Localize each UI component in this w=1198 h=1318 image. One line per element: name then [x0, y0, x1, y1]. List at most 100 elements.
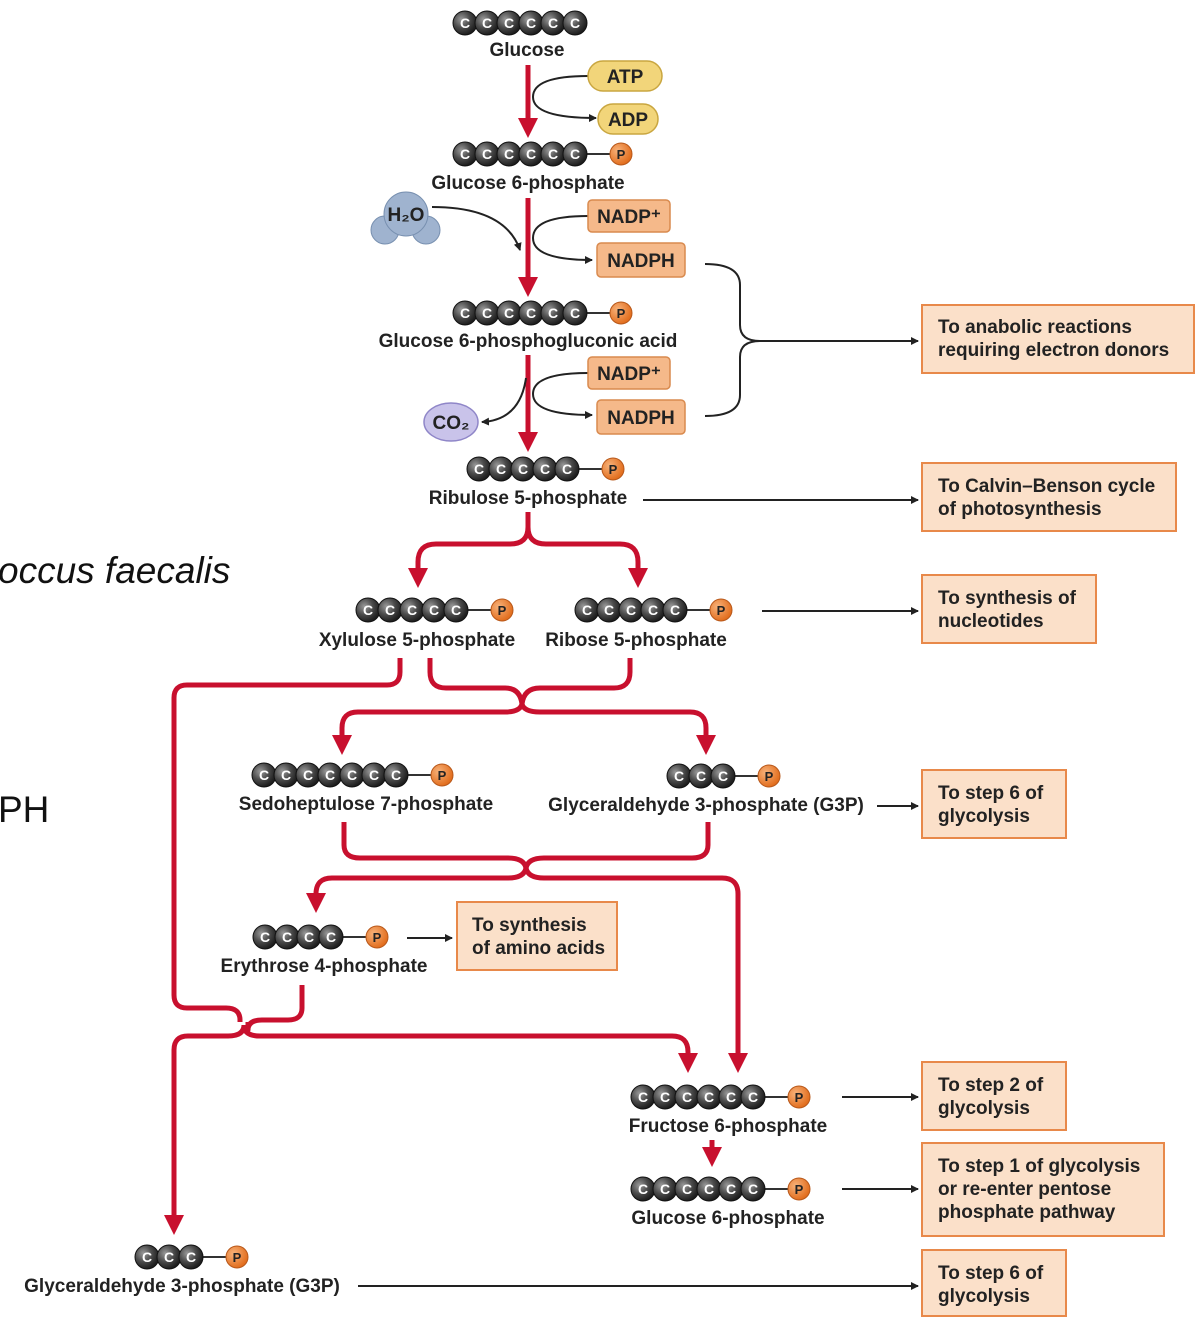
atp-badge: ATP	[587, 60, 663, 92]
carbon-letter: C	[726, 1089, 736, 1105]
carbon-letter: C	[682, 1089, 692, 1105]
carbon-atom	[562, 10, 588, 36]
label-glucose-6-phosphogluconic-acid: Glucose 6-phosphogluconic acid	[379, 331, 678, 352]
label-glyceraldehyde-3-phosphate-bottom: Glyceraldehyde 3-phosphate (G3P)	[24, 1276, 340, 1297]
carbon-letter: C	[363, 602, 373, 618]
carbon-letter: C	[474, 461, 484, 477]
label-glucose-6-phosphate: Glucose 6-phosphate	[431, 173, 624, 194]
carbon-letter: C	[526, 146, 536, 162]
carbon-atom	[443, 597, 469, 623]
carbon-letter: C	[682, 1181, 692, 1197]
arrow-water-in	[431, 206, 522, 251]
carbon-letter: C	[604, 602, 614, 618]
output-box-nucleotides: To synthesis of nucleotides	[921, 574, 1097, 644]
nadph-label-2: NADPH	[607, 408, 675, 429]
output-step6-bottom-line2: glycolysis	[938, 1286, 1030, 1307]
slide-nadph-fragment: PH	[0, 789, 49, 830]
phosphate-group-icon	[787, 1085, 811, 1109]
phosphate-group-icon	[365, 925, 389, 949]
output-step6-bottom-line1: To step 6 of	[938, 1263, 1044, 1284]
phosphate-letter: P	[617, 306, 626, 321]
carbon-letter: C	[429, 602, 439, 618]
nadp-label-1: NADP⁺	[597, 207, 661, 228]
output-calvin-line2: of photosynthesis	[938, 499, 1102, 520]
carbon-letter: C	[164, 1249, 174, 1265]
carbon-letter: C	[460, 146, 470, 162]
carbon-letter: C	[540, 461, 550, 477]
phosphate-group-icon	[757, 764, 781, 788]
carbon-letter: C	[670, 602, 680, 618]
carbon-atom	[554, 456, 580, 482]
nadp-label-2: NADP⁺	[597, 364, 661, 385]
output-step2-line2: glycolysis	[938, 1098, 1030, 1119]
nadp-badge-1: NADP⁺	[587, 199, 671, 233]
carbon-letter: C	[648, 602, 658, 618]
carbon-letter: C	[660, 1181, 670, 1197]
arrow-nadp-to-nadph-2	[531, 372, 593, 419]
arrow-ru5p-to-r5p	[525, 526, 648, 588]
carbon-letter: C	[347, 767, 357, 783]
carbon-letter: C	[626, 602, 636, 618]
output-step6-mid-line2: glycolysis	[938, 806, 1030, 827]
phosphate-group-icon	[601, 457, 625, 481]
carbon-letter: C	[391, 767, 401, 783]
output-anabolic-line1: To anabolic reactions	[938, 317, 1132, 338]
side-arrows	[358, 75, 919, 1290]
carbon-letter: C	[674, 768, 684, 784]
phosphate-letter: P	[498, 603, 507, 618]
carbon-atom	[710, 763, 736, 789]
phosphate-letter: P	[609, 462, 618, 477]
phosphate-letter: P	[765, 769, 774, 784]
carbon-letter: C	[504, 15, 514, 31]
carbon-letter: C	[504, 305, 514, 321]
carbon-letter: C	[570, 305, 580, 321]
output-nucleotides-line2: nucleotides	[938, 611, 1044, 632]
label-sedoheptulose-7-phosphate: Sedoheptulose 7-phosphate	[239, 794, 493, 815]
arrow-to-g3p-mid	[519, 703, 716, 755]
carbon-letter: C	[570, 146, 580, 162]
carbon-letter: C	[304, 929, 314, 945]
atp-label: ATP	[607, 67, 644, 88]
carbon-letter: C	[303, 767, 313, 783]
arrow-xu5p-left-branch	[171, 658, 403, 1023]
carbon-letter: C	[369, 767, 379, 783]
output-amino-line1: To synthesis	[472, 915, 587, 936]
output-box-step6-bottom: To step 6 of glycolysis	[921, 1249, 1067, 1317]
output-amino-line2: of amino acids	[472, 938, 605, 959]
carbon-letter: C	[407, 602, 417, 618]
phosphate-group-icon	[430, 763, 454, 787]
arrow-to-f6p-right	[523, 867, 748, 1073]
carbon-letter: C	[704, 1181, 714, 1197]
water-molecule-icon: H₂O	[370, 191, 441, 245]
output-boxes: To anabolic reactions requiring electron…	[456, 304, 1195, 1317]
arrow-co2-out	[481, 377, 527, 426]
nadph-badge-2: NADPH	[596, 399, 686, 435]
pathway-arrows	[164, 65, 748, 1235]
carbon-letter: C	[548, 15, 558, 31]
carbon-letter: C	[518, 461, 528, 477]
carbon-letter: C	[526, 305, 536, 321]
output-calvin-line1: To Calvin–Benson cycle	[938, 476, 1155, 497]
output-box-calvin: To Calvin–Benson cycle of photosynthesis	[921, 462, 1177, 532]
carbon-atom	[562, 300, 588, 326]
phosphate-group-icon	[787, 1177, 811, 1201]
phosphate-group-icon	[609, 301, 633, 325]
carbon-letter: C	[562, 461, 572, 477]
arrow-to-e4p	[306, 867, 529, 913]
carbon-letter: C	[504, 146, 514, 162]
carbon-letter: C	[326, 929, 336, 945]
carbon-letter: C	[460, 305, 470, 321]
carbon-letter: C	[385, 602, 395, 618]
co2-badge: CO₂	[423, 402, 479, 442]
nadph-badge-1: NADPH	[596, 242, 686, 278]
carbon-letter: C	[638, 1181, 648, 1197]
co2-label: CO₂	[433, 413, 470, 434]
